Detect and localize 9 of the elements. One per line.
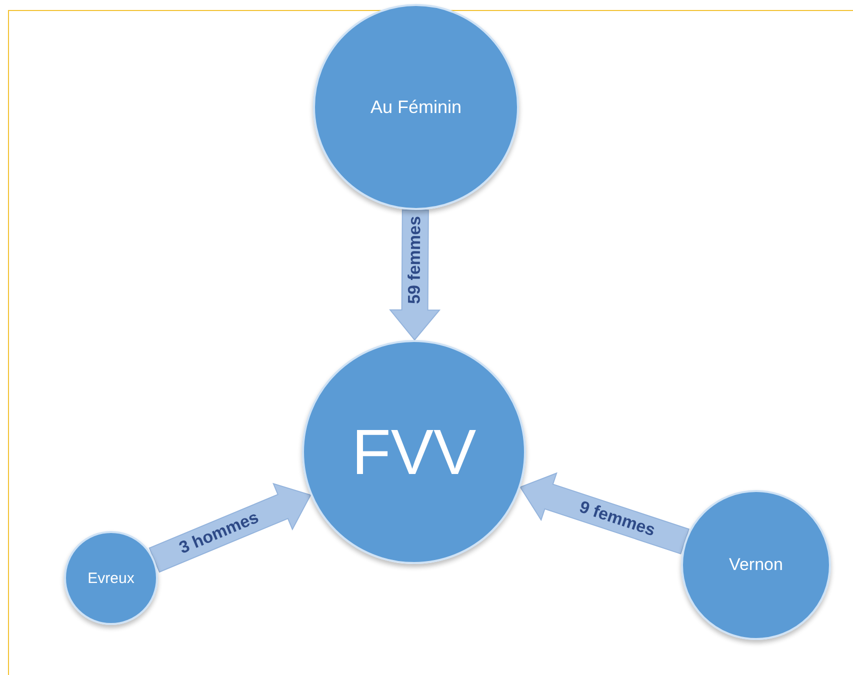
node-label: FVV — [352, 415, 476, 489]
node-label: Au Féminin — [370, 96, 462, 118]
block-arrow — [389, 209, 441, 341]
block-arrow — [148, 482, 312, 573]
node-label: Vernon — [729, 555, 783, 575]
block-arrow — [520, 472, 690, 554]
edge-label: 59 femmes — [404, 216, 426, 304]
node-label: Evreux — [88, 570, 134, 586]
circle-node — [64, 531, 158, 625]
